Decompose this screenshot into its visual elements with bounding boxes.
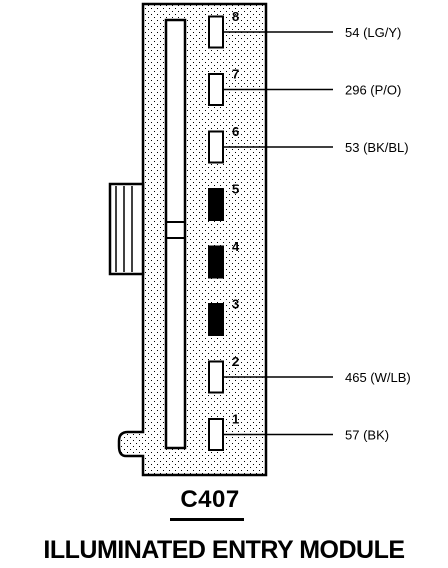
pin-cavity-8 [208,15,224,49]
connector-id-underline [170,518,244,521]
pin-cavity-4 [208,245,224,279]
pin-number-1: 1 [232,412,239,427]
connector-id-label: C407 [180,486,240,513]
pin-cavity-1 [208,418,224,451]
pin-cavity-2 [208,360,224,394]
module-name-title: ILLUMINATED ENTRY MODULE [43,536,405,564]
wire-label-2: 465 (W/LB) [345,370,411,385]
pin-number-4: 4 [232,239,240,254]
pin-cavity-3 [208,303,224,336]
wire-label-8: 54 (LG/Y) [345,25,401,40]
pin-number-7: 7 [232,67,239,82]
wire-callouts: 54 (LG/Y)296 (P/O)53 (BK/BL)465 (W/LB)57… [224,25,411,443]
pin-number-3: 3 [232,297,239,312]
latch-channel [164,18,187,450]
pin-number-6: 6 [232,124,239,139]
wire-label-7: 296 (P/O) [345,83,401,98]
connector-housing [117,2,268,477]
wire-label-1: 57 (BK) [345,428,389,443]
pin-number-8: 8 [232,9,239,24]
pin-number-2: 2 [232,354,239,369]
pin-cavity-5 [208,188,224,221]
pin-cavity-7 [208,73,224,106]
pin-cavity-6 [208,130,224,164]
pin-cavities: 8 7 6 5 4 3 2 1 [208,9,240,451]
pin-number-5: 5 [232,182,239,197]
wire-label-6: 53 (BK/BL) [345,140,409,155]
locking-tab [108,182,145,276]
